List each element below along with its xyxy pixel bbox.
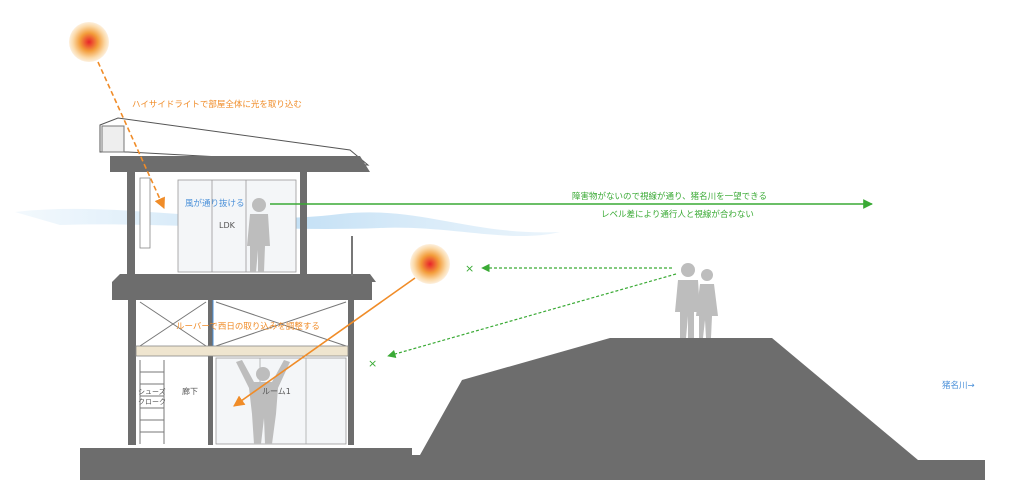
couple-silhouette: [675, 263, 718, 338]
louver-label: ルーバーで西日の取り込みを調整する: [176, 321, 320, 332]
room-label-closet-2: クローク: [138, 398, 166, 406]
sunlight-ray-upper: [97, 61, 165, 210]
ground-slab: [80, 338, 985, 480]
sun-upper-icon: [69, 22, 109, 62]
room-label-hall: 廊下: [182, 386, 198, 396]
person-ldk: [247, 198, 270, 272]
middle-floor: [112, 282, 372, 300]
blocked-mark-lower: ×: [368, 357, 377, 370]
river-label: 猪名川→: [942, 380, 975, 391]
upper-roof: [110, 156, 370, 172]
room-label-room1: ルーム1: [262, 387, 291, 396]
person-room1: [236, 360, 290, 444]
level-label: レベル差により通行人と視線が合わない: [601, 209, 754, 220]
room-label-closet-1: シューズ: [138, 387, 166, 396]
roof-skylight: [99, 117, 370, 166]
view-label: 障害物がないので視線が通り、猪名川を一望できる: [572, 191, 767, 202]
room-label-ldk: LDK: [219, 221, 236, 230]
sunlight-label: ハイサイドライトで部屋全体に光を取り込む: [132, 99, 302, 110]
sunlight-ray-lower: [233, 277, 416, 407]
wind-label: 風が通り抜ける: [185, 198, 245, 209]
stair: [139, 360, 165, 444]
sun-lower-icon: [410, 244, 450, 284]
blocked-mark-upper: ×: [465, 262, 474, 275]
